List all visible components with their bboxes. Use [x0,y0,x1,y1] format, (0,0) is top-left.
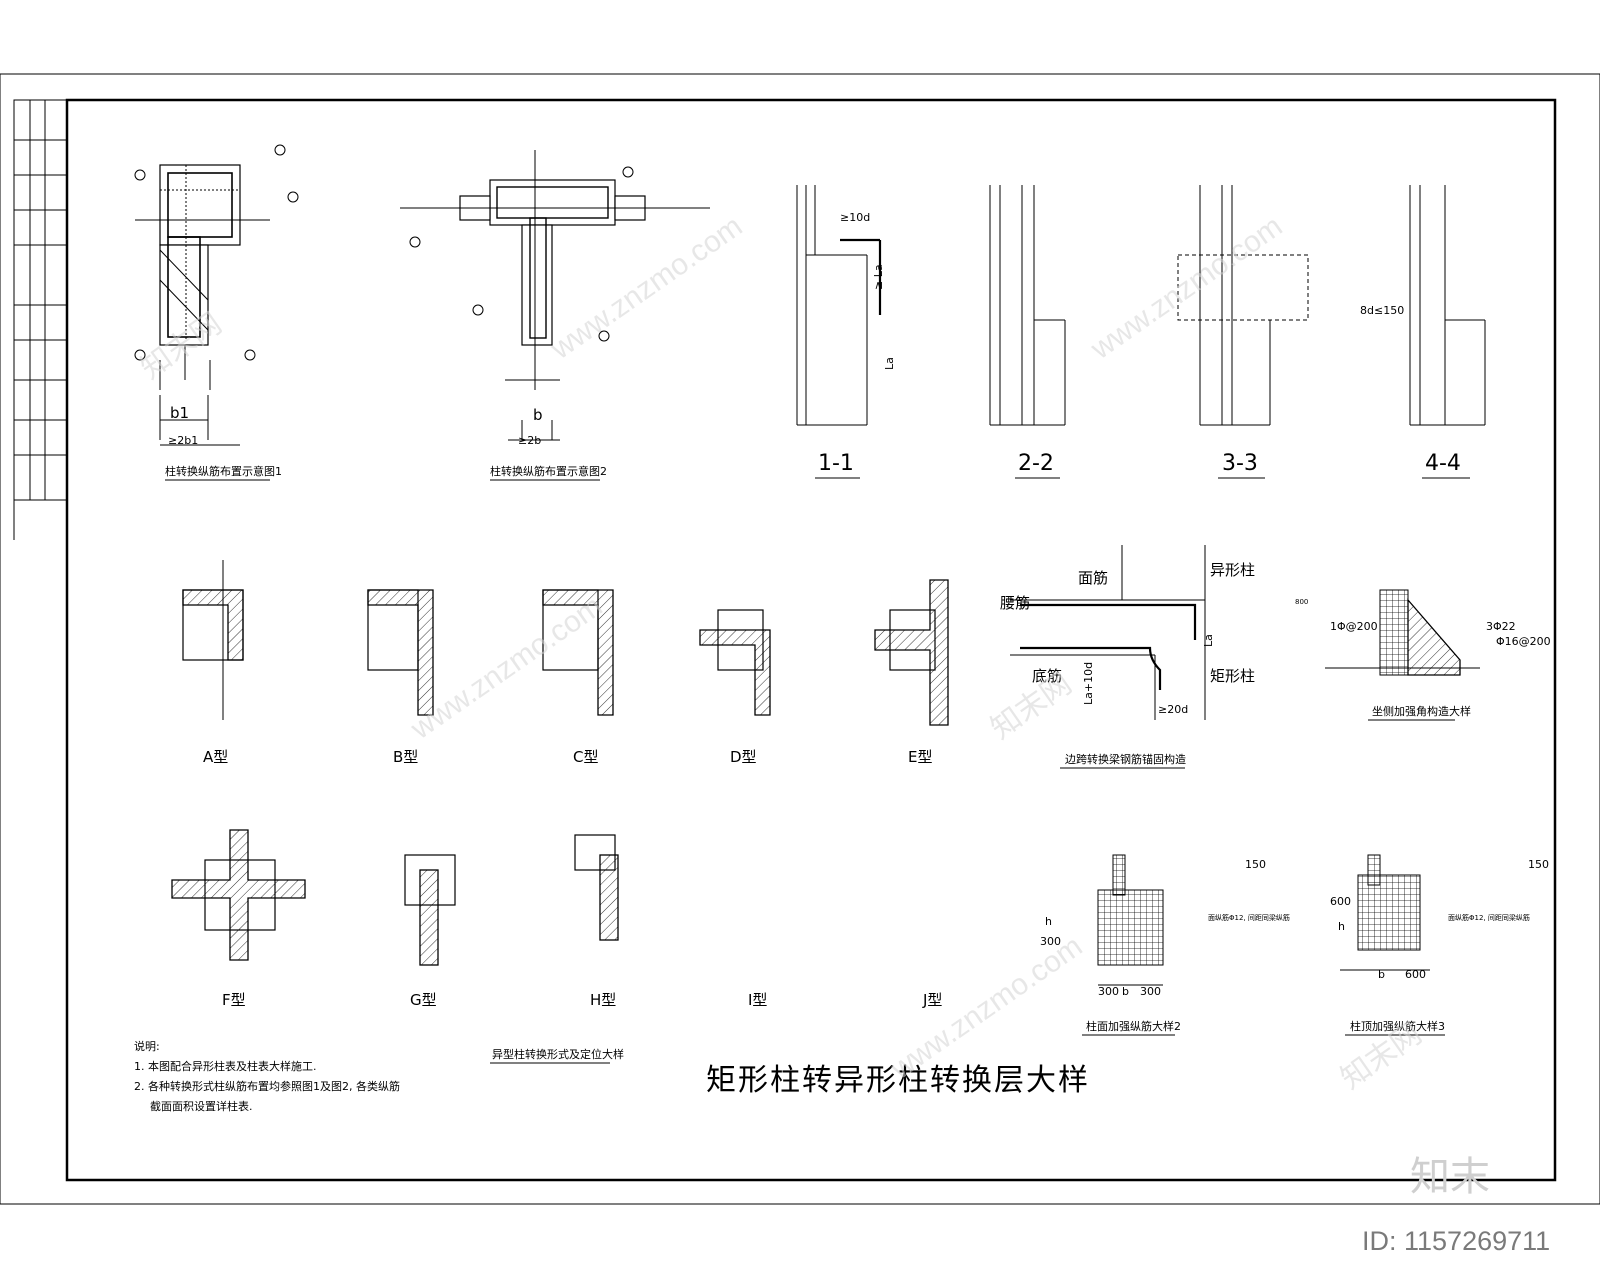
id-text: ID: 1157269711 [1362,1226,1550,1256]
type-D-label: D型 [730,748,757,766]
type-G: G型 [404,854,456,1009]
types-caption: 异型柱转换形式及定位大样 [492,1047,624,1061]
notes-heading: 说明: [134,1039,160,1053]
svg-text:Φ16@200: Φ16@200 [1496,635,1551,648]
type-H-label: H型 [590,991,616,1009]
svg-text:150: 150 [1245,858,1266,871]
main-title: 矩形柱转异形柱转换层大样 [706,1063,1090,1098]
svg-text:面纵筋Φ12, 间距同梁纵筋: 面纵筋Φ12, 间距同梁纵筋 [1448,913,1530,922]
type-E-label: E型 [908,748,932,766]
section-3-3-label: 3-3 [1222,451,1258,476]
section-2-2: 2-2 [989,185,1066,479]
svg-text:3Φ22: 3Φ22 [1486,620,1516,633]
plan2-dim-b: b [533,406,543,424]
type-C: C型 [542,589,614,766]
svg-text:异形柱: 异形柱 [1210,561,1255,579]
svg-text:La: La [883,357,896,370]
type-A-label: A型 [203,748,228,766]
svg-text:8d≤150: 8d≤150 [1360,304,1404,317]
svg-text:600: 600 [1330,895,1351,908]
type-E: E型 [874,579,949,766]
edge-detail: 面筋 异形柱 腰筋 底筋 矩形柱 La La+10d ≥20d 边跨转换梁钢筋锚… [1000,545,1255,769]
plan2-dim-w: ≥2b [518,434,541,447]
type-I-label: I型 [748,991,767,1009]
notes-line-1: 1. 本图配合异形柱表及柱表大样施工. [134,1059,317,1073]
svg-text:边跨转换梁钢筋锚固构造: 边跨转换梁钢筋锚固构造 [1065,752,1186,766]
notes-line-3: 截面面积设置详柱表. [150,1099,253,1113]
notes-line-2: 2. 各种转换形式柱纵筋布置均参照图1及图2, 各类纵筋 [134,1079,400,1093]
type-F-label: F型 [222,991,246,1009]
brand-logo: 知末 [1410,1154,1490,1200]
svg-text:300: 300 [1098,985,1119,998]
section-1-1: 1-1 ≥10d ≥ La La [796,185,896,479]
svg-text:150: 150 [1528,858,1549,871]
section-4-4-label: 4-4 [1425,451,1461,476]
type-B-label: B型 [393,748,418,766]
plan2-caption: 柱转换纵筋布置示意图2 [490,464,607,478]
type-A: A型 [182,560,244,766]
svg-text:h: h [1338,920,1345,933]
svg-text:柱面加强纵筋大样2: 柱面加强纵筋大样2 [1086,1019,1181,1033]
svg-text:底筋: 底筋 [1032,667,1062,685]
svg-text:300: 300 [1140,985,1161,998]
layout-plan-2: b ≥2b 柱转换纵筋布置示意图2 [400,150,710,481]
type-D: D型 [699,609,771,766]
section-2-2-label: 2-2 [1018,451,1054,476]
type-F: F型 [171,829,306,1009]
watermarks: www.znzmo.com 知末网 www.znzmo.com www.znzm… [135,210,1428,1096]
title-strip [13,99,68,540]
svg-text:www.znzmo.com: www.znzmo.com [544,210,748,367]
corner-detail: 800 1Φ@200 3Φ22 Φ16@200 坐侧加强角构造大样 [1295,589,1551,721]
section-4-4: 4-4 8d≤150 [1360,185,1486,479]
svg-text:La: La [1202,634,1215,647]
svg-text:坐侧加强角构造大样: 坐侧加强角构造大样 [1372,704,1471,718]
detail-3: b 600 h 600 150 面纵筋Φ12, 间距同梁纵筋 柱顶加强纵筋大样3 [1330,854,1549,1036]
svg-text:b: b [1378,968,1385,981]
svg-text:≥20d: ≥20d [1158,703,1188,716]
svg-text:600: 600 [1405,968,1426,981]
svg-text:腰筋: 腰筋 [1000,594,1030,612]
layout-plan-1: b1 ≥2b1 柱转换纵筋布置示意图1 [134,144,299,481]
svg-text:www.znzmo.com: www.znzmo.com [1084,210,1288,367]
svg-text:柱顶加强纵筋大样3: 柱顶加强纵筋大样3 [1350,1019,1445,1033]
detail-2: 300 b 300 h 300 150 面纵筋Φ12, 间距同梁纵筋 柱面加强纵… [1040,854,1290,1036]
svg-text:800: 800 [1295,598,1308,606]
svg-text:≥10d: ≥10d [840,211,870,224]
svg-text:面筋: 面筋 [1078,569,1108,587]
svg-text:面纵筋Φ12, 间距同梁纵筋: 面纵筋Φ12, 间距同梁纵筋 [1208,913,1290,922]
section-1-1-label: 1-1 [818,451,854,476]
section-3-3: 3-3 [1177,185,1309,479]
inner-frame [65,98,1557,1182]
plan1-dim-b: b1 [170,404,189,422]
svg-text:矩形柱: 矩形柱 [1210,667,1255,685]
type-B: B型 [367,589,434,766]
svg-text:1Φ@200: 1Φ@200 [1330,620,1378,633]
type-J-label: J型 [922,991,942,1009]
svg-text:h: h [1045,915,1052,928]
svg-text:300: 300 [1040,935,1061,948]
outer-border [0,73,1600,1205]
svg-text:≥ La: ≥ La [872,264,885,290]
plan1-dim-w: ≥2b1 [168,434,198,447]
plan1-caption: 柱转换纵筋布置示意图1 [165,464,282,478]
svg-text:La+10d: La+10d [1082,662,1095,705]
type-G-label: G型 [410,991,437,1009]
type-H: H型 [574,834,619,1009]
svg-text:b: b [1122,985,1129,998]
type-C-label: C型 [573,748,598,766]
